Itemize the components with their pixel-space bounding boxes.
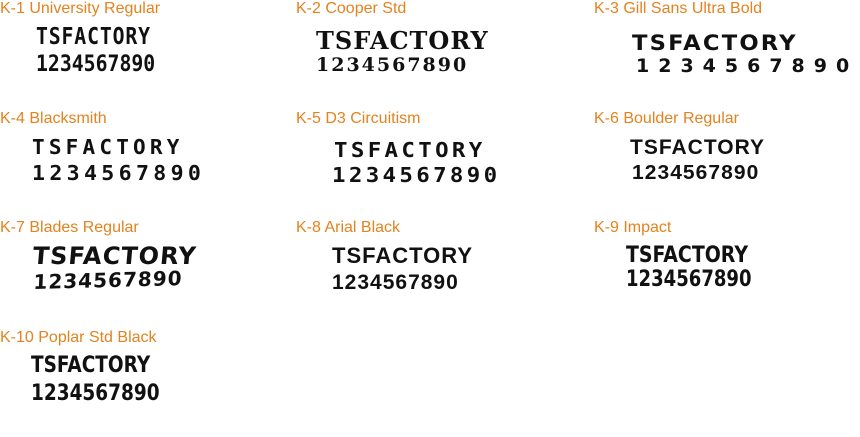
sample-number-line: 1234567890 <box>36 52 156 77</box>
sample-text-line: TSFACTORY <box>36 24 151 50</box>
sample-number-line: 1234567890 <box>636 55 859 77</box>
sample-number-line: 1234567890 <box>332 271 459 294</box>
font-label: K-8 Arial Black <box>296 219 401 236</box>
sample-text-line: TSFACTORY <box>630 136 766 159</box>
sample-text-line: TSFACTORY <box>31 353 151 378</box>
sample-number-line: 1234567890 <box>316 54 469 76</box>
sample-text-line: TSFACTORY <box>316 26 489 55</box>
sample-text-line: TSFACTORY <box>626 243 749 268</box>
font-label: K-3 Gill Sans Ultra Bold <box>594 0 763 17</box>
font-sample-k5: K-5 D3 Circuitism TSFACTORY 1234567890 <box>296 110 566 218</box>
sample-text-line: TSFACTORY <box>32 135 184 159</box>
sample-number-line: 1234567890 <box>632 162 760 184</box>
font-sample-k6: K-6 Boulder Regular TSFACTORY 1234567890 <box>594 110 860 218</box>
sample-text-line: TSFACTORY <box>632 31 798 55</box>
sample-number-line: 1234567890 <box>626 267 752 292</box>
font-sample-k10: K-10 Poplar Std Black TSFACTORY 12345678… <box>0 329 270 437</box>
font-sample-k9: K-9 Impact TSFACTORY 1234567890 <box>594 219 860 327</box>
font-sample-k8: K-8 Arial Black TSFACTORY 1234567890 <box>296 219 566 327</box>
sample-number-line: 1234567890 <box>31 381 160 406</box>
sample-number-line: 1234567890 <box>32 161 206 185</box>
sample-number-line: 1234567890 <box>32 266 184 295</box>
sample-text-line: TSFACTORY <box>332 243 474 268</box>
font-label: K-9 Impact <box>594 219 672 236</box>
font-sample-k2: K-2 Cooper Std TSFACTORY 1234567890 <box>296 0 566 108</box>
font-label: K-7 Blades Regular <box>0 219 139 236</box>
sample-text-line: TSFACTORY <box>334 138 486 162</box>
font-label: K-6 Boulder Regular <box>594 110 739 127</box>
font-label: K-1 University Regular <box>0 0 161 17</box>
font-sample-k1: K-1 University Regular TSFACTORY 1234567… <box>0 0 270 108</box>
font-sample-k3: K-3 Gill Sans Ultra Bold TSFACTORY 12345… <box>594 0 860 108</box>
font-sample-k7: K-7 Blades Regular TSFACTORY 1234567890 <box>0 219 270 327</box>
sample-number-line: 1234567890 <box>332 163 501 187</box>
font-label: K-10 Poplar Std Black <box>0 329 157 346</box>
font-label: K-4 Blacksmith <box>0 110 107 127</box>
font-sample-k4: K-4 Blacksmith TSFACTORY 1234567890 <box>0 110 270 218</box>
font-label: K-2 Cooper Std <box>296 0 407 17</box>
font-label: K-5 D3 Circuitism <box>296 110 421 127</box>
